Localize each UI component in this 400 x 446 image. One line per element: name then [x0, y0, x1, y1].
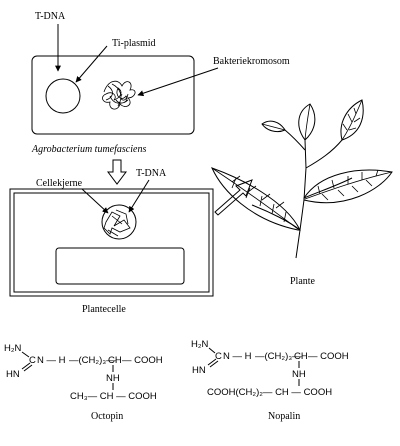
octopin-chain: —(CH₂)₃—: [69, 355, 116, 366]
nopalin-bond-hn-2: [209, 360, 219, 368]
tdna-insert: [103, 209, 131, 237]
nopalin-h2n: H₂N: [191, 339, 209, 350]
octopin-h2n: H₂N: [4, 343, 22, 354]
octopin-h3c: CH₃— CH — COOH: [70, 391, 157, 402]
nopalin-bond-h2n: [208, 347, 216, 354]
octopin-structure: H₂N C HN N — H —(CH₂)₃— CH — COOH NH CH₃…: [4, 343, 163, 422]
tdna-cell-label: T-DNA: [136, 168, 167, 179]
nopalin-c: C: [215, 351, 222, 362]
plant-cell: [9, 188, 214, 297]
octopin-n-h: N — H: [37, 355, 66, 366]
cellekjerne-label: Cellekjerne: [36, 178, 83, 189]
plant-illustration: [211, 99, 393, 259]
nopalin-n-h: N — H: [223, 351, 252, 362]
nopalin-ch: CH: [294, 351, 308, 362]
octopin-bond-h2n: [21, 351, 30, 358]
bakteriekromosom-label: Bakteriekromosom: [213, 56, 290, 67]
octopin-bond-hn-1: [21, 362, 31, 370]
octopin-c: C: [29, 355, 36, 366]
octopin-bond-hn-2: [23, 364, 33, 372]
nopalin-nh: NH: [292, 369, 306, 380]
octopin-name: Octopin: [91, 411, 123, 422]
down-hollow-arrow: [107, 159, 127, 185]
cellekjerne-arrow: [81, 188, 109, 214]
plantecelle-caption: Plantecelle: [82, 304, 126, 315]
plante-caption: Plante: [290, 276, 316, 287]
tdna-cell-arrow: [128, 179, 150, 213]
octopin-nh: NH: [106, 373, 120, 384]
nopalin-cooh1: — COOH: [308, 351, 349, 362]
ti-plasmid-label: Ti-plasmid: [112, 38, 156, 49]
ti-plasmid-pointer: [75, 45, 108, 83]
vacuole: [55, 247, 185, 285]
diagonal-hollow-arrow: [214, 179, 253, 216]
nopalin-name: Nopalin: [268, 411, 300, 422]
ti-plasmid-circle: [45, 78, 81, 114]
octopin-ch: CH: [108, 355, 122, 366]
octopin-hn: HN: [6, 369, 20, 380]
nopalin-hn: HN: [192, 365, 206, 376]
bacterium-cell: [31, 55, 195, 135]
agrobacterium-caption: Agrobacterium tumefasciens: [31, 144, 146, 155]
nopalin-structure: H₂N C HN N — H —(CH₂)₃— CH — COOH NH COO…: [191, 339, 349, 422]
nopalin-cooh2: COOH(CH₂)₂— CH — COOH: [207, 387, 332, 398]
octopin-cooh1: — COOH: [122, 355, 163, 366]
bakteriekromosom-arrow: [137, 67, 219, 97]
nopalin-bond-hn-1: [207, 358, 217, 366]
cell-nucleus: [101, 204, 137, 240]
tdna-top-label: T-DNA: [35, 11, 66, 22]
bacterial-chromosome: [102, 80, 136, 110]
nopalin-chain: —(CH₂)₃—: [255, 351, 302, 362]
